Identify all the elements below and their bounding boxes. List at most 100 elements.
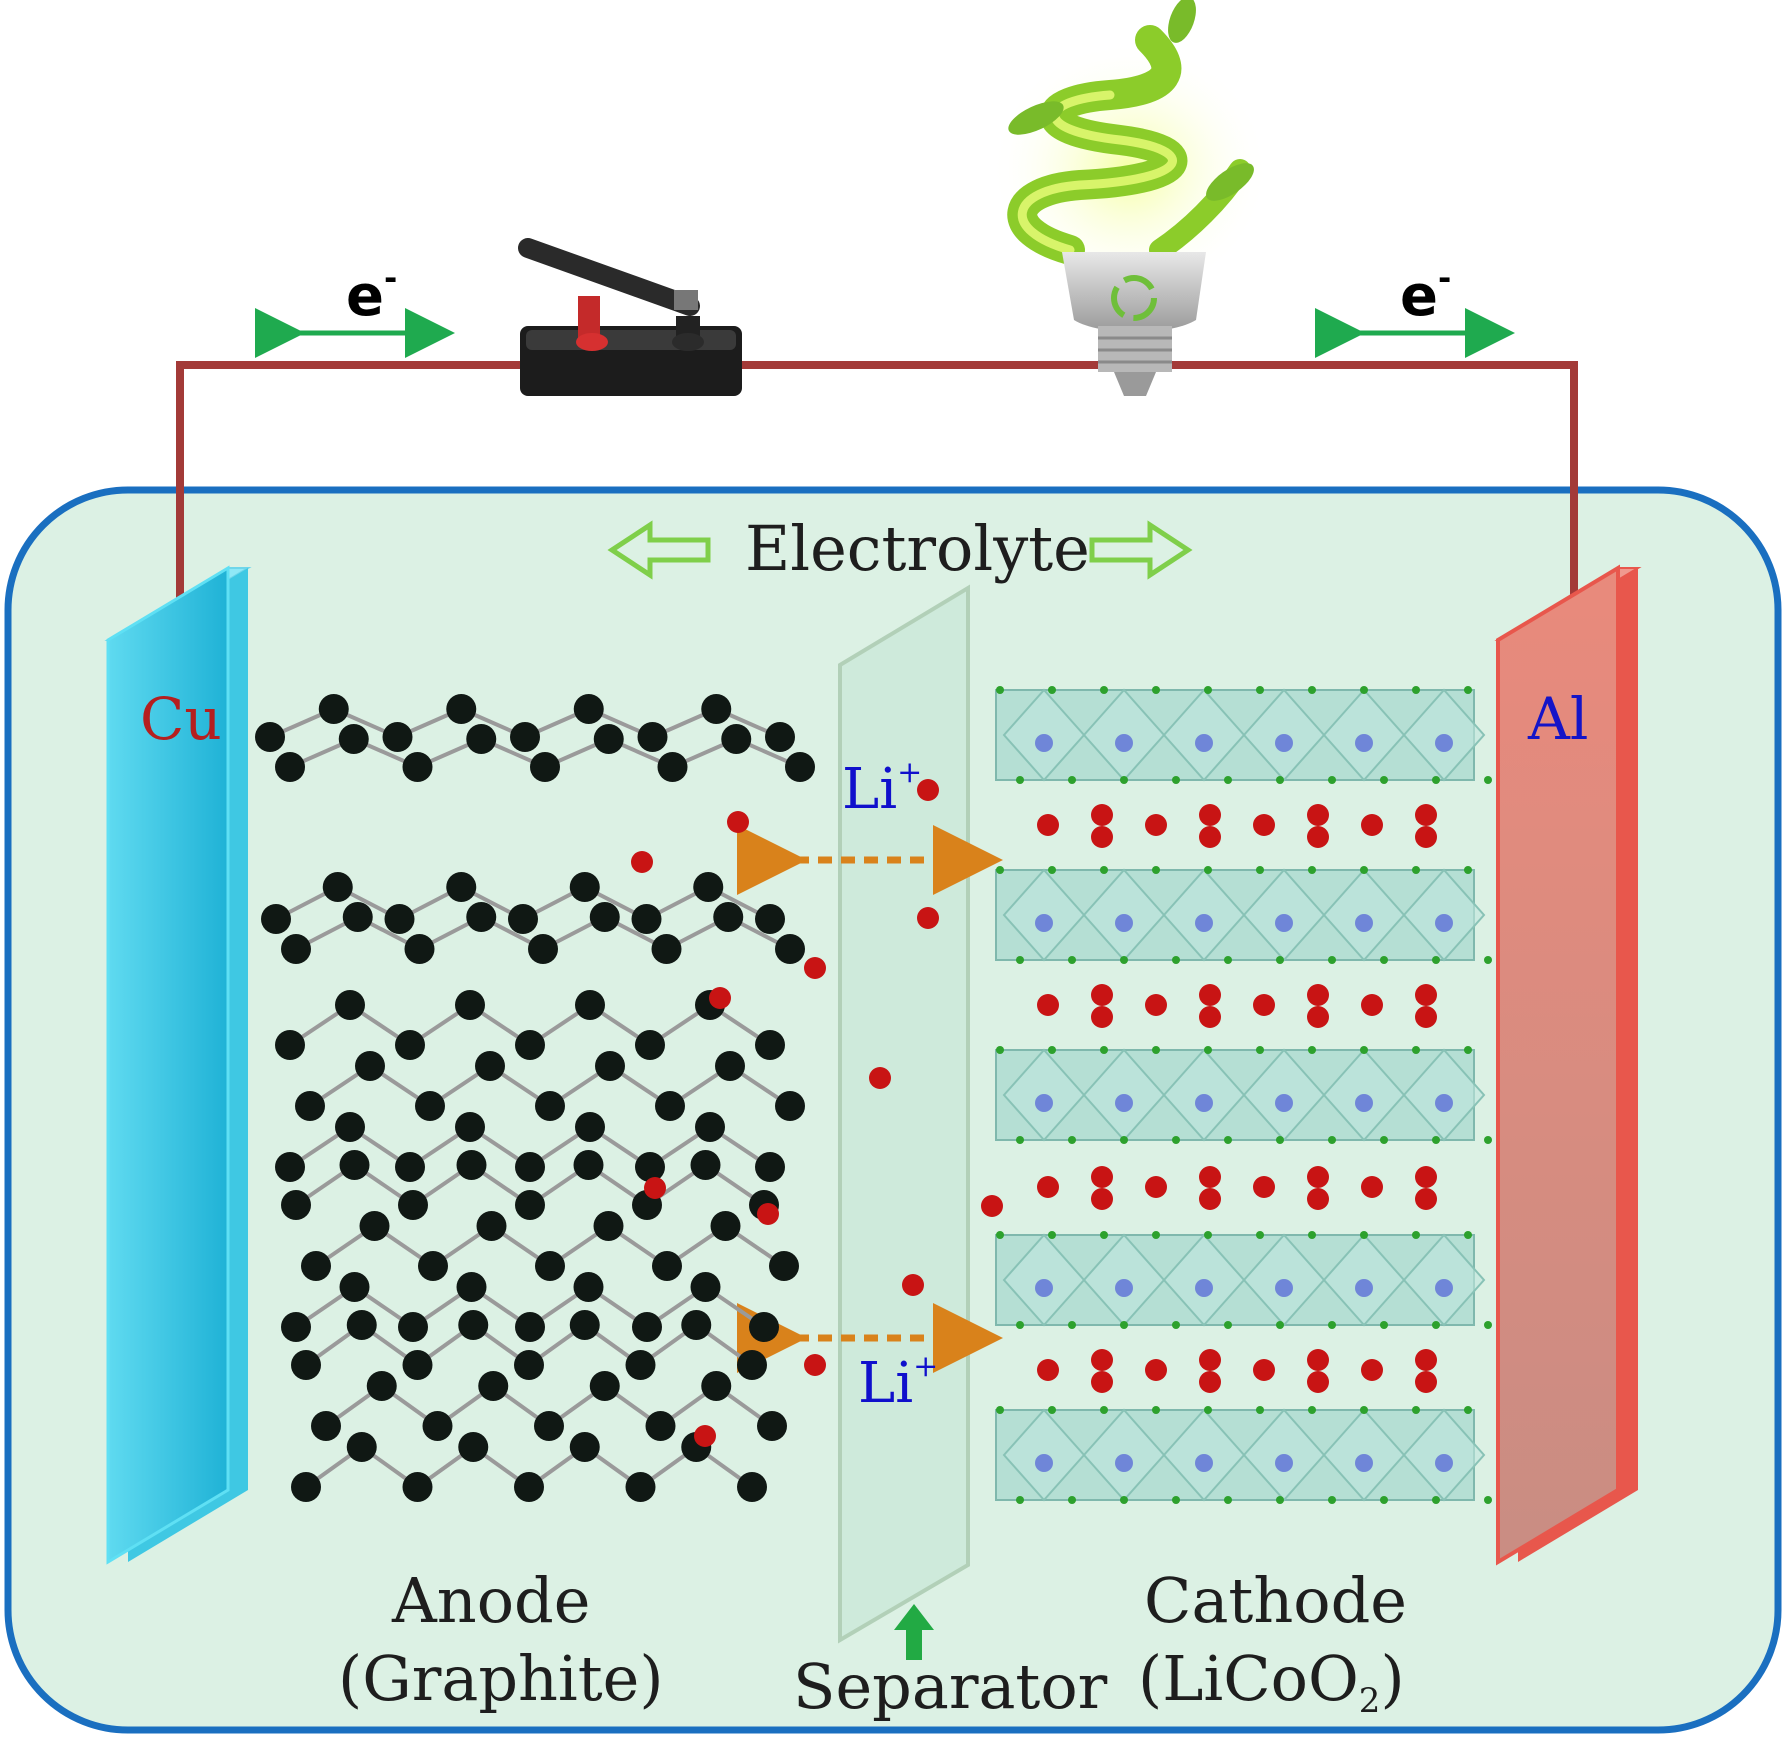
- lithium-atom: [1199, 1349, 1221, 1371]
- carbon-atom: [573, 1272, 604, 1302]
- oxygen-atom: [1120, 1136, 1128, 1144]
- electron-label-right: e-: [1400, 262, 1451, 325]
- carbon-atom: [569, 872, 600, 902]
- oxygen-atom: [1016, 956, 1024, 964]
- carbon-atom: [652, 1251, 682, 1281]
- li-symbol: Li: [842, 757, 898, 822]
- electron-symbol: e: [346, 264, 384, 329]
- oxygen-atom: [1464, 1231, 1472, 1239]
- oxygen-atom: [1016, 1136, 1024, 1144]
- oxygen-atom: [1100, 686, 1108, 694]
- cobalt-atom: [1035, 1094, 1053, 1112]
- lithium-atom: [1199, 1188, 1221, 1210]
- oxygen-atom: [1380, 1496, 1388, 1504]
- lithium-atom: [1361, 1176, 1383, 1198]
- oxygen-atom: [1204, 686, 1212, 694]
- carbon-atom: [657, 752, 688, 782]
- cobalt-atom: [1435, 734, 1453, 752]
- carbon-atom: [510, 722, 540, 752]
- carbon-atom: [508, 904, 538, 934]
- oxygen-atom: [1172, 1321, 1180, 1329]
- separator-membrane: [838, 584, 970, 1644]
- oxygen-atom: [1412, 1046, 1420, 1054]
- carbon-atom: [737, 1350, 767, 1380]
- carbon-atom: [715, 1051, 745, 1081]
- oxygen-atom: [1172, 1496, 1180, 1504]
- lithium-atom: [1037, 1176, 1059, 1198]
- carbon-atom: [695, 1112, 725, 1142]
- oxygen-atom: [1172, 1136, 1180, 1144]
- al-label: Al: [1528, 685, 1589, 753]
- carbon-atom: [446, 872, 477, 902]
- oxygen-atom: [1484, 1496, 1492, 1504]
- lithium-atom: [1307, 1166, 1329, 1188]
- cobalt-atom: [1195, 1454, 1213, 1472]
- cathode-formula-close: ): [1380, 1642, 1405, 1715]
- carbon-atom: [295, 1091, 325, 1121]
- oxygen-atom: [996, 866, 1004, 874]
- oxygen-atom: [1360, 686, 1368, 694]
- li-ion-label-bottom: Li+: [858, 1352, 938, 1412]
- carbon-atom: [355, 1051, 385, 1081]
- lithium-ion: [644, 1177, 666, 1199]
- lithium-atom: [1199, 826, 1221, 848]
- oxygen-atom: [1328, 776, 1336, 784]
- lithium-atom: [1145, 814, 1167, 836]
- free-lithium-ions: [631, 779, 1003, 1447]
- carbon-atom: [573, 1150, 604, 1180]
- lithium-atom: [1415, 1371, 1437, 1393]
- carbon-atom: [785, 752, 815, 782]
- li-symbol: Li: [858, 1351, 914, 1416]
- oxygen-atom: [1380, 776, 1388, 784]
- oxygen-atom: [1432, 1496, 1440, 1504]
- oxygen-atom: [996, 1406, 1004, 1414]
- lithium-ion: [709, 987, 731, 1009]
- oxygen-atom: [1464, 1046, 1472, 1054]
- oxygen-atom: [1224, 776, 1232, 784]
- lithium-ion: [917, 907, 939, 929]
- oxygen-atom: [1412, 1231, 1420, 1239]
- li-charge: +: [897, 755, 923, 790]
- electrolyte-arrow-left: [607, 520, 711, 580]
- oxygen-atom: [1380, 956, 1388, 964]
- cobalt-atom: [1035, 914, 1053, 932]
- carbon-atom: [281, 1190, 311, 1220]
- carbon-atom: [535, 1251, 565, 1281]
- oxygen-atom: [1308, 1406, 1316, 1414]
- oxygen-atom: [1276, 1496, 1284, 1504]
- knife-switch-icon: [518, 238, 742, 396]
- oxygen-atom: [1256, 686, 1264, 694]
- oxygen-atom: [1224, 1496, 1232, 1504]
- carbon-atom: [690, 1272, 721, 1302]
- oxygen-atom: [1068, 1321, 1076, 1329]
- lithium-atom: [1361, 994, 1383, 1016]
- carbon-atom: [755, 904, 785, 934]
- lithium-atom: [1307, 1349, 1329, 1371]
- carbon-atom: [755, 1152, 785, 1182]
- oxygen-atom: [1328, 956, 1336, 964]
- lithium-atom: [1037, 814, 1059, 836]
- oxygen-atom: [1100, 1231, 1108, 1239]
- lithium-atom: [1307, 1188, 1329, 1210]
- coo2-slab: [995, 1046, 1492, 1144]
- lithium-atom: [1415, 804, 1437, 826]
- carbon-atom: [402, 1350, 433, 1380]
- cobalt-atom: [1435, 914, 1453, 932]
- oxygen-atom: [1016, 776, 1024, 784]
- oxygen-atom: [1276, 1136, 1284, 1144]
- graphene-layer: [261, 872, 805, 964]
- li-charge: +: [913, 1349, 939, 1384]
- carbon-atom: [637, 722, 668, 752]
- oxygen-atom: [1308, 1046, 1316, 1054]
- lithium-ion: [757, 1203, 779, 1225]
- anode-material-label: (Graphite): [338, 1642, 664, 1715]
- oxygen-atom: [996, 1046, 1004, 1054]
- oxygen-atom: [1256, 866, 1264, 874]
- cu-label: Cu: [140, 685, 222, 753]
- oxygen-atom: [1224, 1321, 1232, 1329]
- lithium-atom: [1253, 994, 1275, 1016]
- oxygen-atom: [1308, 1231, 1316, 1239]
- carbon-atom: [402, 1472, 433, 1502]
- carbon-atom: [749, 1312, 779, 1342]
- cobalt-atom: [1035, 1279, 1053, 1297]
